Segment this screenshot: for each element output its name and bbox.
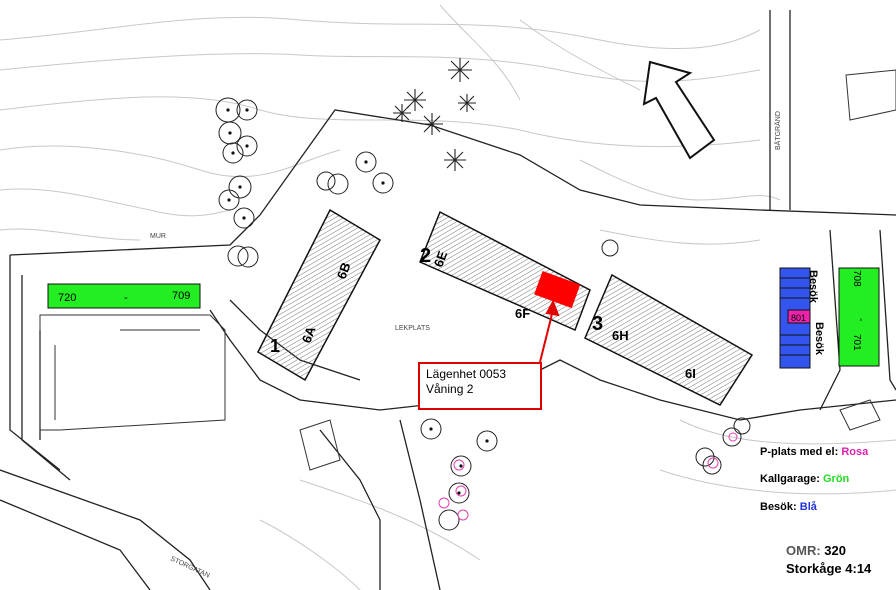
omr-label: OMR: — [786, 543, 821, 558]
legend-ev: P-plats med el: Rosa — [760, 446, 868, 458]
storkage-label: Storkåge — [786, 561, 842, 576]
entrance-6b-label: 6B — [334, 260, 354, 281]
legend-visitor-value: Blå — [799, 501, 817, 513]
callout-arrow — [539, 299, 560, 363]
legend-garage-value: Grön — [822, 473, 850, 485]
garage-left-from-label: 720 — [58, 292, 76, 304]
omr-line: OMR: 320 — [786, 543, 846, 558]
legend-ev-label: P-plats med el: — [760, 446, 839, 458]
legend-garage-label: Kallgarage: — [760, 473, 820, 485]
buildings — [257, 208, 754, 406]
entrance-6h-label: 6H — [612, 328, 629, 343]
garage-right-from-label: 708 — [851, 270, 862, 287]
garage-left-720-709 — [47, 283, 201, 309]
building-3 — [584, 273, 754, 406]
building-2-number: 2 — [420, 245, 431, 267]
garage-right-to-label: 701 — [851, 334, 862, 351]
entrance-6i-label: 6I — [685, 366, 696, 381]
legend-visitor: Besök: Blå — [760, 501, 817, 513]
area-label-lekplats: LEKPLATS — [395, 325, 430, 332]
entrance-6e-label: 6E — [431, 249, 451, 269]
omr-value: 320 — [824, 543, 846, 558]
legend-visitor-label: Besök: — [760, 501, 797, 513]
visitor-parking — [779, 267, 811, 369]
visitor-label-bottom: Besök — [813, 322, 825, 356]
planted-shrubs — [438, 432, 738, 521]
storkage-value: 4:14 — [845, 561, 872, 576]
pine-trees — [393, 58, 476, 171]
building-1-number: 1 — [270, 336, 280, 356]
building-1 — [257, 208, 381, 382]
building-2 — [419, 210, 591, 332]
outbuildings — [299, 69, 896, 471]
parking-lot-outline — [39, 314, 226, 431]
entrance-6a-label: 6A — [299, 324, 319, 345]
visitor-label-top: Besök — [807, 270, 819, 304]
garage-left-to-label: 709 — [172, 290, 190, 302]
legend-garage: Kallgarage: Grön — [760, 473, 849, 485]
street-label-batgrand: BÄTGRÄND — [774, 111, 782, 150]
building-3-number: 3 — [592, 313, 603, 335]
ev-spot-label: 801 — [791, 313, 806, 323]
apartment-callout: Lägenhet 0053 Våning 2 — [418, 362, 542, 410]
ev-parking-801 — [787, 309, 811, 324]
terrain-contours — [0, 4, 896, 590]
apartment-highlight — [534, 270, 581, 309]
garage-left-sep-label: - — [124, 292, 128, 304]
garage-right-sep-label: - — [855, 318, 866, 321]
legend-ev-value: Rosa — [841, 446, 869, 458]
tree-centers — [226, 108, 489, 495]
callout-floor-label: Våning 2 — [426, 382, 474, 396]
north-arrow-icon — [642, 60, 716, 160]
callout-apartment-label: Lägenhet 0053 — [426, 367, 507, 381]
entrance-6f-label: 6F — [515, 306, 530, 321]
garage-right-708-701 — [838, 267, 880, 367]
area-label-mur: MUR — [150, 233, 166, 240]
trees — [215, 97, 751, 531]
storkage-line: Storkåge 4:14 — [786, 561, 871, 576]
